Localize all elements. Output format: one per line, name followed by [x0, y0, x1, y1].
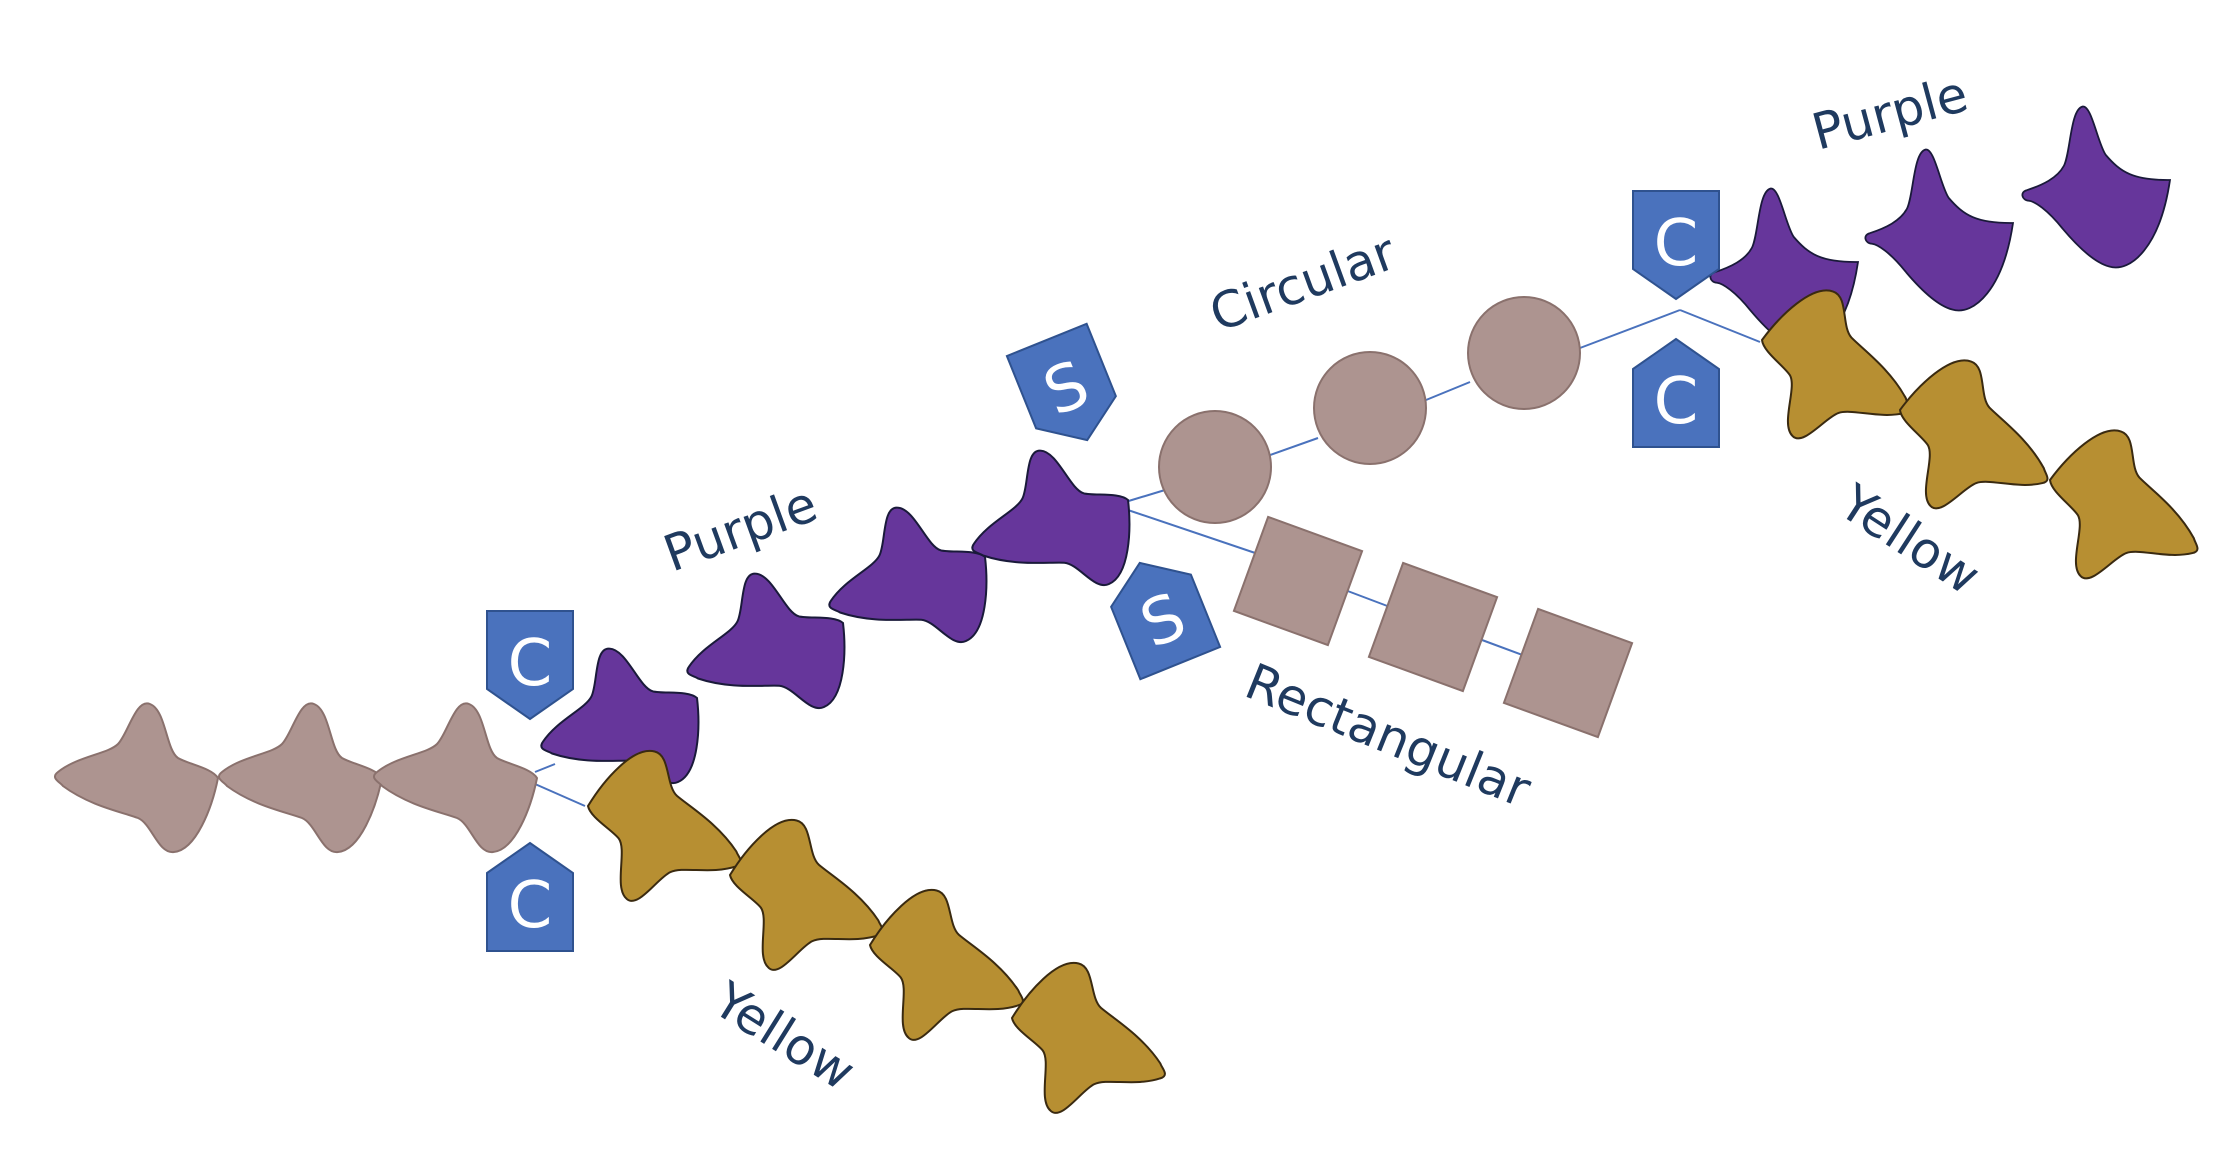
link-purple-rect [1121, 507, 1271, 559]
taupe-wave-shape-1 [53, 702, 219, 854]
yellow-chain-lower [561, 735, 1192, 1145]
link-purple-circle [1121, 489, 1166, 504]
label-purple-upper: Purple [1806, 65, 1974, 162]
label-yellow-upper: Yellow [1829, 473, 1991, 606]
taupe-wave-shape-3 [372, 702, 538, 854]
badge-c-lower-left: C [486, 842, 574, 952]
link-circle-3-yellow [1679, 309, 1761, 343]
yellow-wave-shape-4 [985, 947, 1192, 1145]
square-shape-3 [1502, 607, 1634, 739]
taupe-wave-chain [53, 702, 538, 854]
purple-chain-upper [1694, 91, 2187, 367]
link-circle-1-2 [1269, 437, 1319, 456]
badge-c-upper-right: C [1632, 190, 1720, 300]
square-shape-2 [1367, 561, 1499, 693]
rectangular-chain [1232, 515, 1634, 739]
link-rect-2-3 [1481, 639, 1529, 658]
circle-shape-2 [1313, 351, 1427, 465]
link-rect-1-2 [1344, 589, 1391, 608]
purple-chain-lower [517, 427, 1152, 820]
square-shape-1 [1232, 515, 1364, 647]
yellow-wave-shape-7 [2017, 411, 2228, 618]
label-yellow-lower: Yellow [703, 970, 865, 1101]
badge-s-lower: S [1098, 545, 1222, 681]
label-purple-lower: Purple [656, 475, 824, 584]
purple-wave-shape-7 [2006, 91, 2187, 285]
label-circular: Circular [1202, 223, 1403, 344]
badge-c-upper-left-text: C [508, 627, 553, 701]
circle-shape-3 [1467, 296, 1581, 410]
badge-c-lower-right-text: C [1654, 365, 1699, 439]
link-circle-2-3 [1425, 381, 1471, 401]
taupe-wave-shape-2 [217, 702, 383, 854]
badge-c-upper-right-text: C [1654, 207, 1699, 281]
circular-chain [1158, 296, 1581, 524]
purple-wave-shape-6 [1849, 134, 2030, 328]
link-taupe-purple [534, 763, 556, 773]
badge-c-lower-right: C [1632, 338, 1720, 448]
link-circle-3-purple [1579, 309, 1681, 349]
link-lines [215, 309, 1761, 807]
circle-shape-1 [1158, 410, 1272, 524]
link-taupe-yellow [534, 783, 586, 807]
label-rectangular: Rectangular [1238, 652, 1539, 819]
badge-c-upper-left: C [486, 610, 574, 720]
yellow-wave-shape-3 [843, 874, 1050, 1072]
badge-c-lower-left-text: C [508, 869, 553, 943]
badge-s-upper: S [1005, 322, 1129, 458]
yellow-wave-shape-1 [561, 735, 768, 933]
